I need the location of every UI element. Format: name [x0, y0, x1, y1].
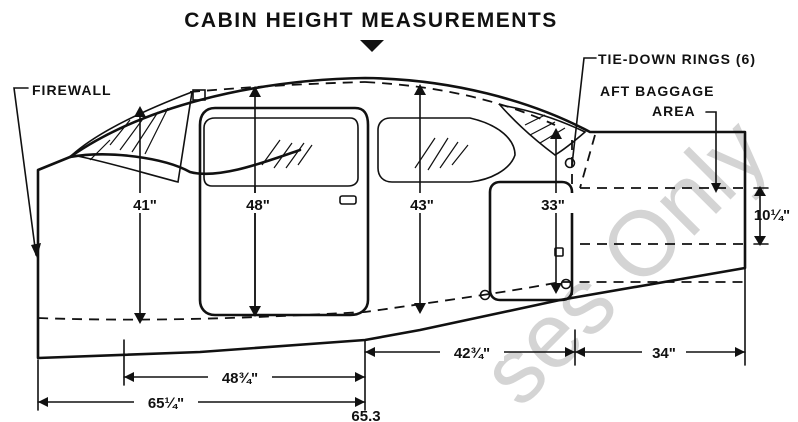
aft-baggage-label-line2: AREA	[652, 103, 696, 119]
length-65-label: 65¼"	[148, 395, 184, 412]
firewall-label: FIREWALL	[32, 82, 112, 98]
length-34-label: 34"	[652, 345, 676, 362]
height-48-label: 48"	[246, 197, 270, 214]
length-dimensions	[37, 267, 746, 411]
firewall-arrow-icon	[31, 243, 41, 258]
watermark: ses Only	[462, 99, 787, 422]
station-label: 65.3	[351, 408, 380, 422]
windshield	[70, 89, 206, 183]
baggage-door	[488, 180, 574, 302]
height-10-label: 10¼"	[754, 207, 790, 224]
height-41-label: 41"	[133, 197, 157, 214]
leader-lines	[13, 57, 721, 258]
height-33-label: 33"	[541, 197, 565, 214]
front-door	[198, 106, 370, 317]
baggage-arrow-icon	[711, 183, 721, 193]
height-43-label: 43"	[410, 197, 434, 214]
title-arrow-icon	[360, 40, 384, 52]
tie-down-rings	[479, 157, 576, 301]
diagram-title: CABIN HEIGHT MEASUREMENTS	[184, 9, 558, 32]
length-48-label: 48¾"	[222, 370, 258, 387]
length-42-label: 42¾"	[454, 345, 490, 362]
rear-window	[377, 117, 516, 183]
aft-baggage-label-line1: AFT BAGGAGE	[600, 83, 714, 99]
height-dimensions	[134, 84, 769, 324]
tie-down-rings-label: TIE-DOWN RINGS (6)	[598, 51, 756, 67]
